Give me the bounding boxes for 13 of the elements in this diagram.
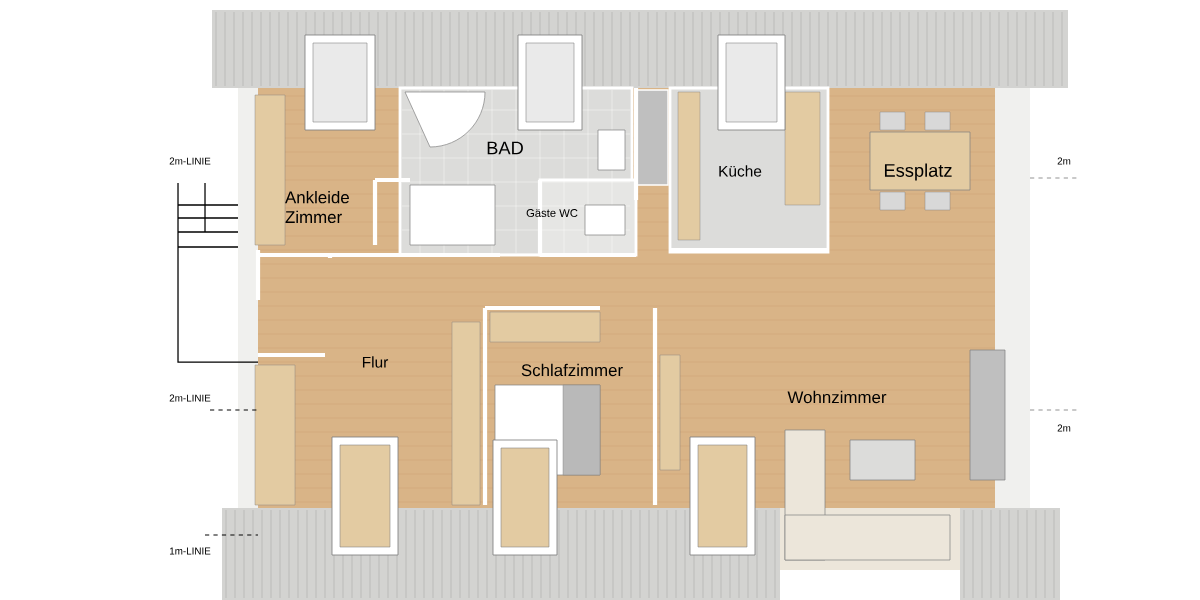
dimension-label: 2m-LINIE bbox=[169, 394, 211, 402]
dimension-label: 2m bbox=[1057, 157, 1071, 165]
room-label: Ankleide Zimmer bbox=[285, 191, 349, 224]
room-label: Flur bbox=[362, 356, 389, 368]
room-label: BAD bbox=[487, 141, 523, 155]
room-label: Gäste WC bbox=[526, 209, 578, 217]
room-label: Schlafzimmer bbox=[521, 363, 623, 377]
room-label: Wohnzimmer bbox=[787, 390, 887, 404]
dimension-label: 2m-LINIE bbox=[169, 157, 211, 165]
dimension-label: 2m bbox=[1057, 424, 1071, 432]
room-label: Küche bbox=[719, 165, 762, 177]
dimension-label: 1m-LINIE bbox=[170, 547, 211, 555]
room-label: Essplatz bbox=[885, 163, 952, 181]
